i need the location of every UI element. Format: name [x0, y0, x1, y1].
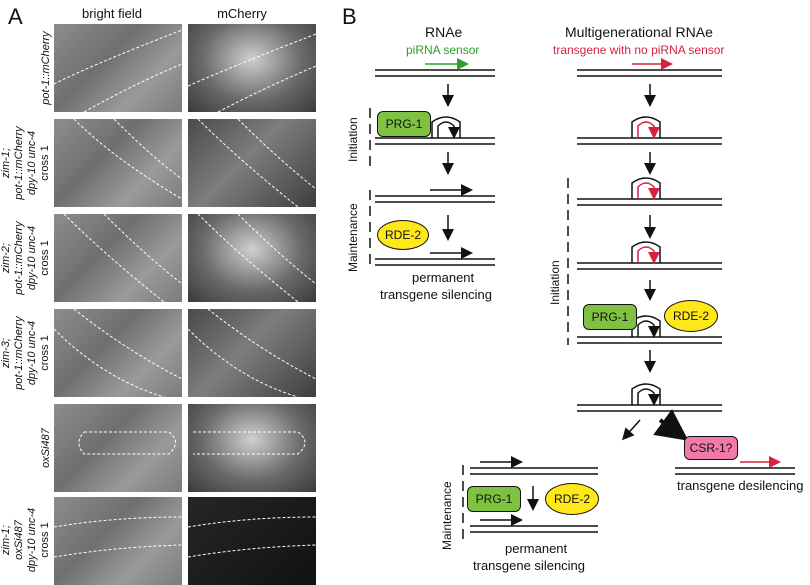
pirna-sensor-label: piRNA sensor — [406, 43, 480, 57]
panel-a-label: A — [8, 4, 23, 29]
csr1: CSR-1? — [684, 436, 738, 460]
left-outcome-2: transgene silencing — [380, 287, 493, 302]
mcherry-image-2 — [188, 119, 316, 207]
bright-field-image-4 — [54, 309, 182, 397]
left-outcome-1: permanent — [412, 270, 475, 285]
panel-b-label: B — [342, 4, 357, 29]
bright-field-image-1 — [54, 24, 182, 112]
rde2-left: RDE-2 — [377, 220, 429, 250]
bright-field-image-5 — [54, 404, 182, 492]
mcherry-image-5 — [188, 404, 316, 492]
bottom-outcome-2: transgene silencing — [473, 558, 586, 573]
no-sensor-label: transgene with no piRNA sensor — [553, 43, 725, 57]
desilencing-label: transgene desilencing — [677, 478, 804, 493]
mcherry-header: mCherry — [217, 6, 267, 21]
rde2-right: RDE-2 — [664, 300, 718, 332]
multigen-title: Multigenerational RNAe — [565, 24, 713, 40]
prg1-right: PRG-1 — [583, 304, 637, 330]
right-initiation-label: Initiation — [548, 260, 562, 305]
bottom-maintenance-label: Maintenance — [440, 481, 454, 550]
bright-field-header: bright field — [82, 6, 142, 21]
mcherry-image-6 — [188, 497, 316, 585]
prg1-bottom: PRG-1 — [467, 486, 521, 512]
bright-field-image-2 — [54, 119, 182, 207]
rde2-bottom: RDE-2 — [545, 483, 599, 515]
left-initiation-label: Initiation — [346, 117, 360, 162]
bright-field-image-6 — [54, 497, 182, 585]
mcherry-image-1 — [188, 24, 316, 112]
prg1-left: PRG-1 — [377, 111, 431, 137]
mcherry-image-3 — [188, 214, 316, 302]
rnae-title: RNAe — [425, 24, 463, 40]
mcherry-image-4 — [188, 309, 316, 397]
left-maintenance-label: Maintenance — [346, 203, 360, 272]
bottom-outcome-1: permanent — [505, 541, 568, 556]
bright-field-image-3 — [54, 214, 182, 302]
